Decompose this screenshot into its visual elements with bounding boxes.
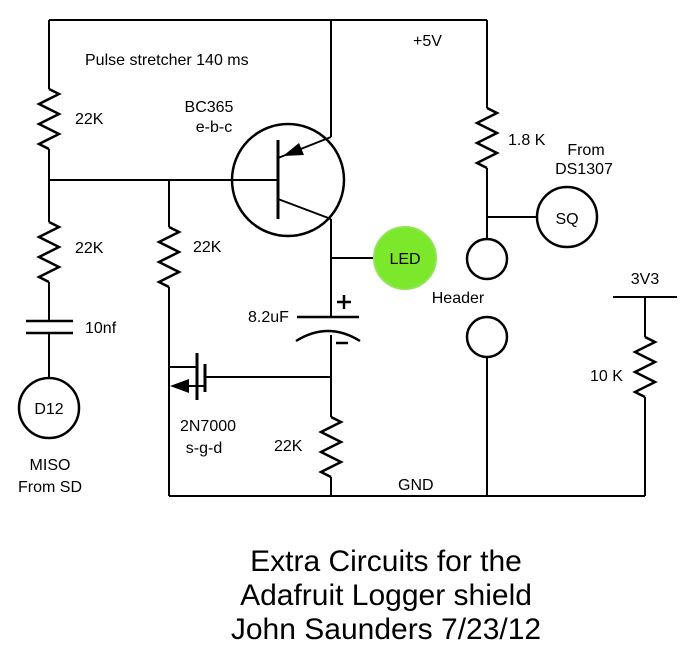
supply-3v3-label: 3V3 (631, 271, 660, 288)
mosfet-part-label: 2N7000 (180, 418, 236, 435)
transistor-pins-label: e-b-c (196, 119, 232, 136)
pad-d12-label: D12 (34, 401, 63, 418)
transistor-circle (230, 122, 346, 238)
title-line3: John Saunders 7/23/12 (231, 613, 541, 646)
resistor-r6 (632, 335, 658, 399)
miso-label-line2: From SD (18, 479, 82, 496)
collector-branch (295, 20, 374, 496)
transistor-bc365-symbol (230, 122, 346, 238)
resistor-r5-label: 1.8 K (508, 132, 546, 149)
right-branch (465, 20, 599, 496)
resistor-r4 (318, 415, 344, 479)
pad-sq-label: SQ (555, 211, 578, 228)
header-pin-1-circle (465, 237, 509, 281)
from-ds1307-label-line2: DS1307 (555, 161, 613, 178)
left-branch (17, 20, 81, 440)
capacitor-c2-label: 8.2uF (248, 309, 289, 326)
pad-sq-circle (535, 185, 599, 249)
capacitor-c2-plate-curved (295, 329, 361, 343)
mosfet-2n7000-symbol (169, 353, 331, 400)
resistor-r6-label: 10 K (590, 368, 623, 385)
title-line1: Extra Circuits for the (250, 545, 522, 578)
led-circle (373, 226, 437, 290)
transistor-emitter-arrow-icon (283, 143, 304, 156)
resistor-r2-label: 22K (75, 240, 104, 257)
capacitor-c1-label: 10nf (85, 320, 117, 337)
pulse-stretcher-label: Pulse stretcher 140 ms (85, 52, 249, 69)
miso-label-line1: MISO (30, 457, 71, 474)
supply-5v-label: +5V (413, 33, 442, 50)
resistor-r1-label: 22K (75, 111, 104, 128)
transistor-part-label: BC365 (185, 99, 234, 116)
resistor-r5 (474, 106, 500, 170)
resistor-r3-label: 22K (193, 239, 222, 256)
header-label: Header (432, 290, 485, 307)
middle-branch (156, 180, 182, 496)
pad-d12-circle (17, 376, 81, 440)
resistor-r3 (156, 225, 182, 289)
mosfet-pins-label: s-g-d (186, 440, 222, 457)
v33-branch (613, 296, 677, 496)
resistor-r4-label: 22K (274, 438, 303, 455)
from-ds1307-label-line1: From (567, 142, 604, 159)
resistor-r1 (36, 87, 62, 151)
ground-label: GND (398, 477, 434, 494)
led-label: LED (389, 251, 420, 268)
transistor-collector-lead (277, 198, 332, 220)
title-line2: Adafruit Logger shield (240, 579, 532, 612)
header-pin-2-circle (465, 315, 509, 359)
mosfet-source-arrow-icon (170, 379, 189, 393)
resistor-r2 (36, 220, 62, 284)
